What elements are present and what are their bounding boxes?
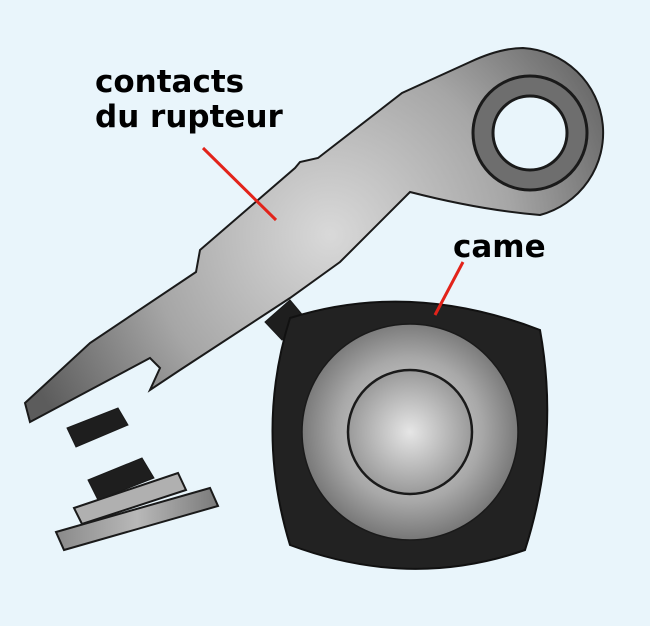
- cam-leader-line: [433, 261, 465, 316]
- breaker-arm-body: [23, 46, 605, 424]
- cam-label: came: [453, 229, 546, 265]
- contacts-leader-line: [201, 146, 278, 222]
- contacts-label-line2: du rupteur: [95, 99, 284, 135]
- fixed-contact: [54, 457, 220, 552]
- cam-hub: [346, 368, 474, 496]
- moving-contact: [66, 407, 129, 448]
- cam: [271, 300, 549, 570]
- contacts-label-line1: contacts: [95, 64, 244, 100]
- fixed-contact-mid-plate: [72, 471, 188, 526]
- breaker-arm: [23, 46, 605, 448]
- fixed-contact-base-plate: [54, 486, 220, 552]
- fixed-contact-block: [87, 457, 155, 501]
- pivot-hole: [491, 94, 569, 172]
